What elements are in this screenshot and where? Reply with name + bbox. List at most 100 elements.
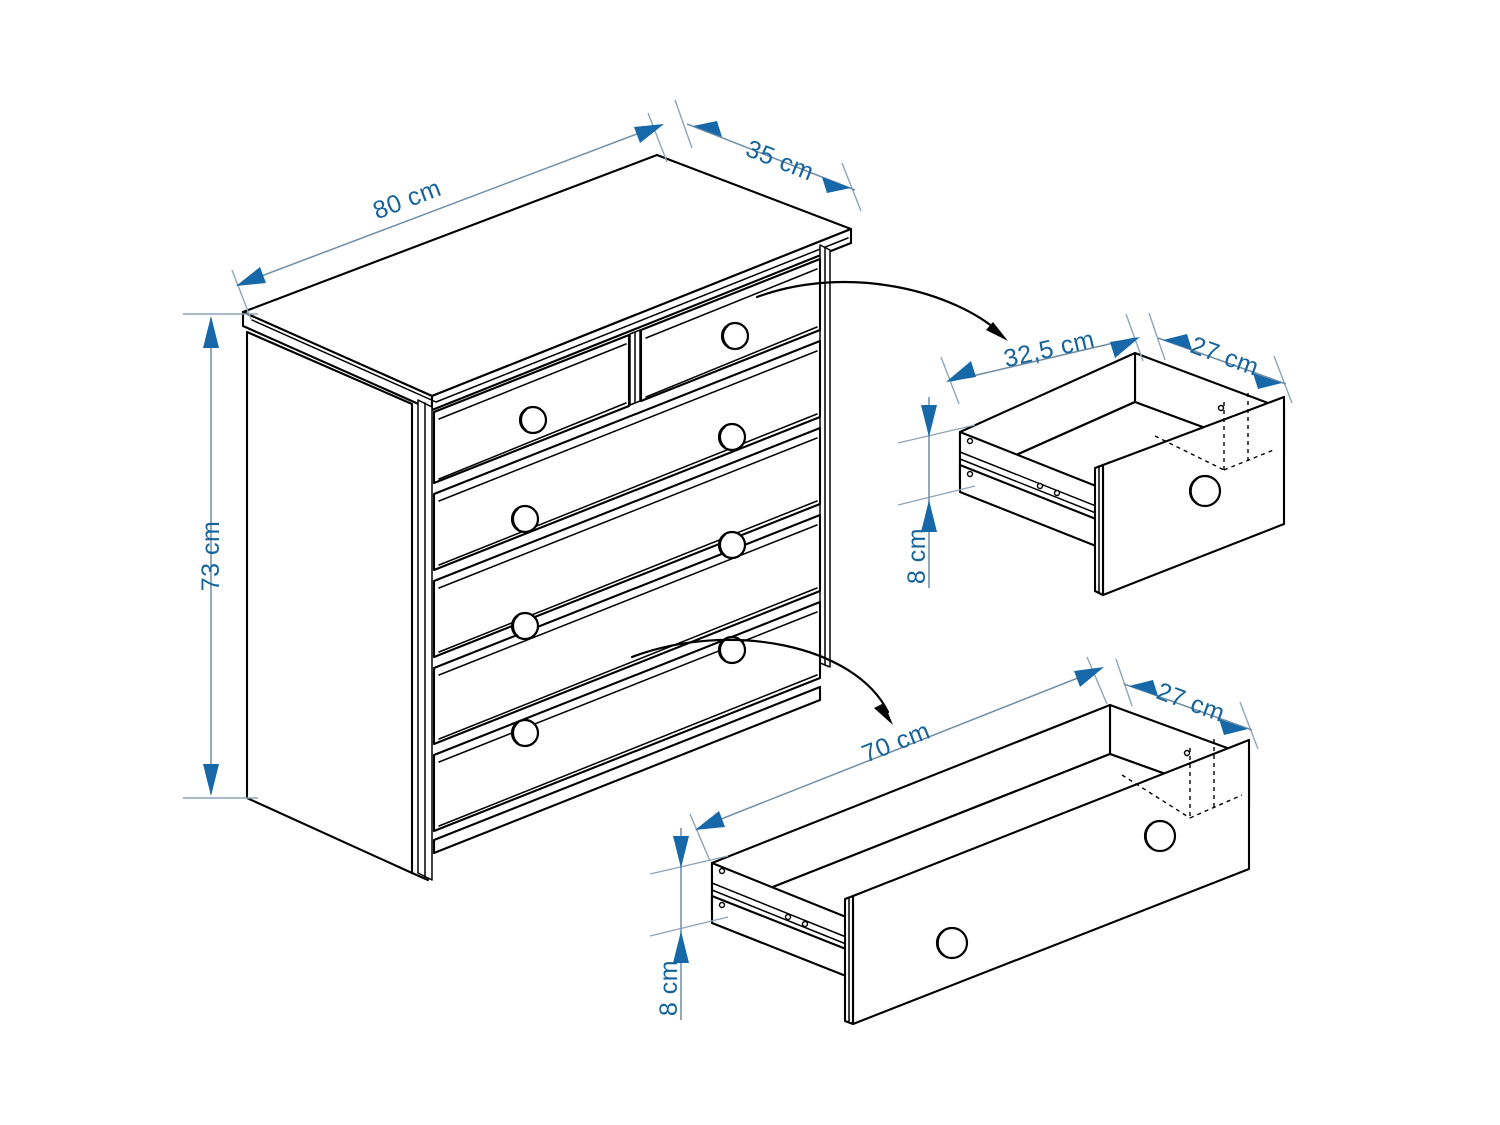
knob-shadow xyxy=(1190,478,1198,504)
knob-icon[interactable] xyxy=(717,530,747,560)
screw-hole xyxy=(1036,482,1044,490)
small-drawer-assembly xyxy=(958,351,1286,597)
callout-arrows xyxy=(630,280,1008,725)
dimension-arrowhead xyxy=(693,121,722,137)
screw-hole xyxy=(1217,404,1225,412)
extension-line xyxy=(674,99,693,149)
knob-group xyxy=(510,321,750,748)
knob-icon[interactable] xyxy=(1188,474,1222,508)
cabinet-top-lip-line xyxy=(251,237,849,403)
screw-hole xyxy=(1053,489,1061,497)
callout-arc-small-drawer xyxy=(755,280,1002,335)
small-drawer-hidden-diagonal xyxy=(1154,435,1225,471)
drawer-front-wide-4-inner xyxy=(438,611,818,827)
dimension-arrowhead xyxy=(1219,719,1248,735)
knob-shadow xyxy=(722,325,729,347)
dimension-cabinet-height: 73 cm xyxy=(183,313,258,799)
extension-line xyxy=(897,485,976,506)
dimension-line xyxy=(1123,683,1253,731)
dimension-label-cabinet-width: 80 cm xyxy=(369,174,445,225)
drawer-front-small-right-inner xyxy=(645,268,818,398)
extension-line xyxy=(231,269,252,320)
screw-hole xyxy=(784,913,792,921)
callout-arrowhead-wide xyxy=(874,703,893,725)
extension-line xyxy=(1115,658,1133,707)
knob-icon[interactable] xyxy=(510,504,540,534)
drawer-front-wide-2-inner xyxy=(438,437,818,653)
cabinet-bottom-edge xyxy=(410,871,430,882)
drawer-front-wide-1-inner xyxy=(438,350,818,566)
dimension-line xyxy=(950,337,1136,382)
extension-line xyxy=(1148,312,1166,361)
knob-icon[interactable] xyxy=(1143,819,1177,853)
knob-shadow xyxy=(719,534,726,556)
screw-hole xyxy=(966,437,974,445)
wide-drawer-hidden-edges xyxy=(1189,739,1243,819)
screw-hole xyxy=(966,470,974,478)
dimension-arrowhead xyxy=(1074,667,1104,687)
dimension-arrowhead xyxy=(921,405,937,437)
dimension-wide-drawer-height: 8 cm xyxy=(649,828,729,1020)
dimension-arrowhead xyxy=(822,177,851,193)
dimension-label-cabinet-height: 73 cm xyxy=(197,521,225,592)
extension-line xyxy=(649,855,729,875)
knob-icon[interactable] xyxy=(935,926,969,960)
callout-arc-wide-drawer xyxy=(630,638,890,714)
dimension-label-wide-drawer-width: 70 cm xyxy=(858,717,934,769)
dimension-arrowhead xyxy=(634,124,664,143)
dimension-arrowhead xyxy=(203,316,219,348)
wide-drawer-near-rail-line xyxy=(711,882,857,949)
drawer-front-wide-3 xyxy=(432,513,822,746)
screw-hole xyxy=(718,867,726,875)
dimension-arrowhead xyxy=(946,361,976,382)
extension-line xyxy=(1273,355,1293,404)
dimension-wide-drawer-width: 70 cm xyxy=(689,656,1108,862)
extension-line xyxy=(649,916,729,937)
extension-line xyxy=(1086,656,1108,705)
drawer-front-small-left-inner xyxy=(438,343,627,480)
dimension-arrowhead xyxy=(1110,337,1140,358)
knob-icon[interactable] xyxy=(717,422,747,452)
cabinet-plinth xyxy=(432,685,822,855)
knob-icon[interactable] xyxy=(518,405,548,435)
dimension-arrowhead xyxy=(1163,334,1192,350)
extension-line xyxy=(647,112,668,163)
wide-drawer-assembly xyxy=(710,703,1251,1026)
dimension-label-wide-drawer-depth: 27 cm xyxy=(1153,677,1229,727)
small-drawer-front-top-edge xyxy=(1102,461,1111,466)
knob-icon[interactable] xyxy=(510,718,540,748)
drawer-front-wide-3-inner xyxy=(438,524,818,740)
knob-shadow xyxy=(1145,823,1153,849)
small-drawer-near-rail-line xyxy=(959,451,1107,518)
knob-icon[interactable] xyxy=(510,611,540,641)
knob-icon[interactable] xyxy=(720,321,750,351)
dimension-small-drawer-height: 8 cm xyxy=(897,397,976,588)
dimension-arrowhead xyxy=(673,836,689,868)
extension-line xyxy=(897,424,976,444)
knob-icon[interactable] xyxy=(717,635,747,665)
callout-arrowhead-small xyxy=(986,322,1008,341)
extension-line xyxy=(1239,701,1259,750)
knob-shadow xyxy=(520,409,527,431)
extension-line xyxy=(841,162,862,212)
dimension-arrowhead xyxy=(673,931,689,963)
wide-drawer-hidden-diagonal xyxy=(1121,774,1191,819)
knob-shadow xyxy=(937,930,945,956)
knob-shadow xyxy=(512,615,519,637)
dimension-arrowhead xyxy=(921,500,937,532)
dimension-arrowhead xyxy=(236,267,266,286)
dimension-arrowhead xyxy=(1129,680,1158,696)
dimension-line xyxy=(242,125,659,284)
knob-shadow xyxy=(719,639,726,661)
wide-drawer-front-top-edge xyxy=(852,892,862,897)
small-drawer-hidden-edges xyxy=(1223,393,1277,471)
dimension-label-cabinet-depth: 35 cm xyxy=(742,135,818,187)
drawer-front-wide-2 xyxy=(432,426,822,659)
knob-shadow xyxy=(512,722,519,744)
dimension-arrowhead xyxy=(695,811,725,830)
dimension-line xyxy=(1157,337,1287,385)
dimension-label-wide-drawer-height: 8 cm xyxy=(655,960,683,1016)
screw-hole xyxy=(801,920,809,928)
